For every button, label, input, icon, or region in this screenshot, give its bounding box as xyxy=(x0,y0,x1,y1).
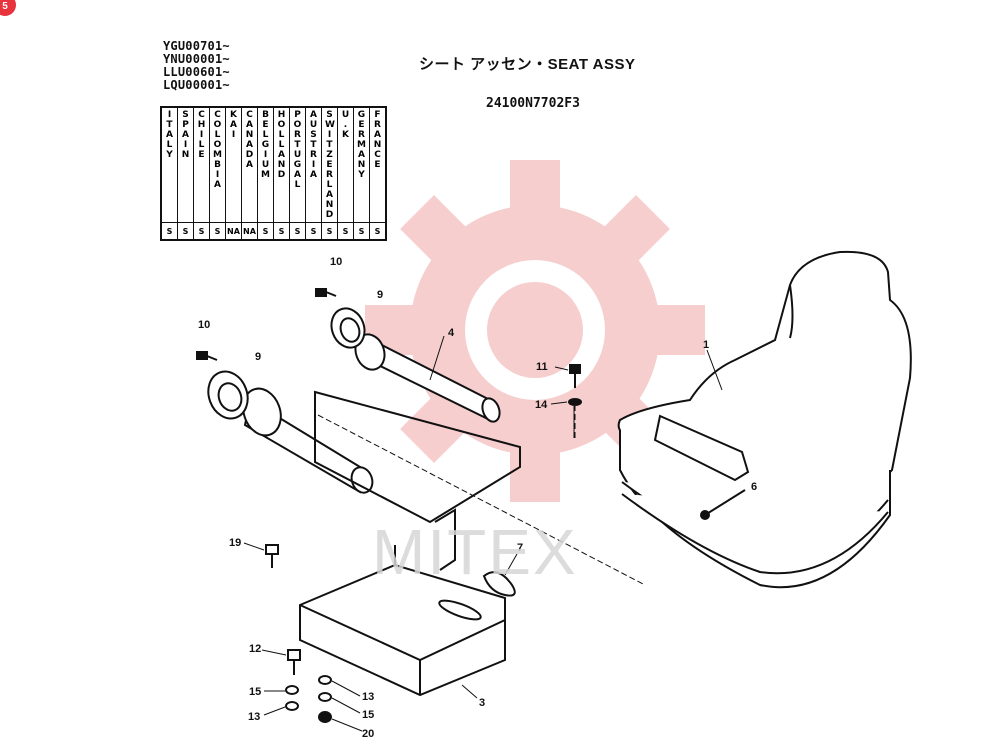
country-cell: SPAIN xyxy=(177,106,194,223)
assembly-part-number: 24100N7702F3 xyxy=(486,96,580,111)
country-cell: PORTUGAL xyxy=(289,106,306,223)
bolt-part-11 xyxy=(569,364,581,388)
alignment-lines xyxy=(317,405,646,586)
tube-part-4 xyxy=(354,333,501,423)
diagram-title: シート アッセン・SEAT ASSY xyxy=(419,56,636,73)
bolt-part-10-lower xyxy=(196,351,218,361)
callout-10-upper: 10 xyxy=(330,256,342,268)
callout-1: 1 xyxy=(703,339,709,351)
bolt-part-19 xyxy=(265,544,279,568)
front-tube xyxy=(242,387,374,494)
callout-4: 4 xyxy=(448,327,455,339)
bolt-part-10-upper xyxy=(315,288,337,297)
country-cell: BELGIUM xyxy=(257,106,274,223)
link-part-7 xyxy=(482,571,516,597)
callout-12: 12 xyxy=(249,643,261,655)
serial-range-4: LQU00001~ xyxy=(163,78,230,92)
country-cell: COLOMBIA xyxy=(209,106,226,223)
callout-7: 7 xyxy=(517,542,523,554)
callout-15-right: 15 xyxy=(362,709,374,721)
flange-part-9-upper xyxy=(330,307,366,349)
leader-lines xyxy=(243,335,723,732)
serial-range-3: LLU00601~ xyxy=(163,65,230,79)
callout-9-lower: 9 xyxy=(255,351,261,363)
spec-code-cell: NA xyxy=(241,222,258,241)
callout-11: 11 xyxy=(536,361,548,373)
callout-6: 6 xyxy=(751,481,757,493)
operator-seat-part-1 xyxy=(617,250,912,589)
callout-20: 20 xyxy=(362,728,374,740)
callout-13-left: 13 xyxy=(248,711,260,723)
base-plate-part-3 xyxy=(299,545,506,697)
callout-9-upper: 9 xyxy=(377,289,383,301)
spec-code-cell: S xyxy=(369,222,387,241)
callout-14: 14 xyxy=(535,399,548,411)
spec-code-cell: S xyxy=(353,222,370,241)
callout-15-left: 15 xyxy=(249,686,261,698)
serial-range-2: YNU00001~ xyxy=(163,52,230,66)
country-cell: GERMANY xyxy=(353,106,370,223)
upper-bracket-plate xyxy=(314,390,521,571)
serial-range-1: YGU00701~ xyxy=(163,39,230,53)
watermark-text: MITEX xyxy=(372,516,578,588)
washers-and-nuts xyxy=(285,675,332,723)
callout-13-right: 13 xyxy=(362,691,374,703)
bolt-part-12 xyxy=(287,649,301,675)
spec-code-cell: S xyxy=(177,222,194,241)
country-cell: FRANCE xyxy=(369,106,387,223)
callout-10-lower: 10 xyxy=(198,319,210,331)
callout-labels: 1 3 4 6 7 9 9 10 10 11 12 13 13 14 15 15… xyxy=(198,256,757,740)
corner-badge: 5 xyxy=(0,0,16,16)
country-applicability-table: ITALY SPAIN CHILE COLOMBIA KAI CANADA BE… xyxy=(160,106,387,241)
callout-19: 19 xyxy=(229,537,241,549)
washer-part-14 xyxy=(568,398,582,406)
flange-part-9-lower xyxy=(207,370,249,420)
callout-3: 3 xyxy=(479,697,485,709)
